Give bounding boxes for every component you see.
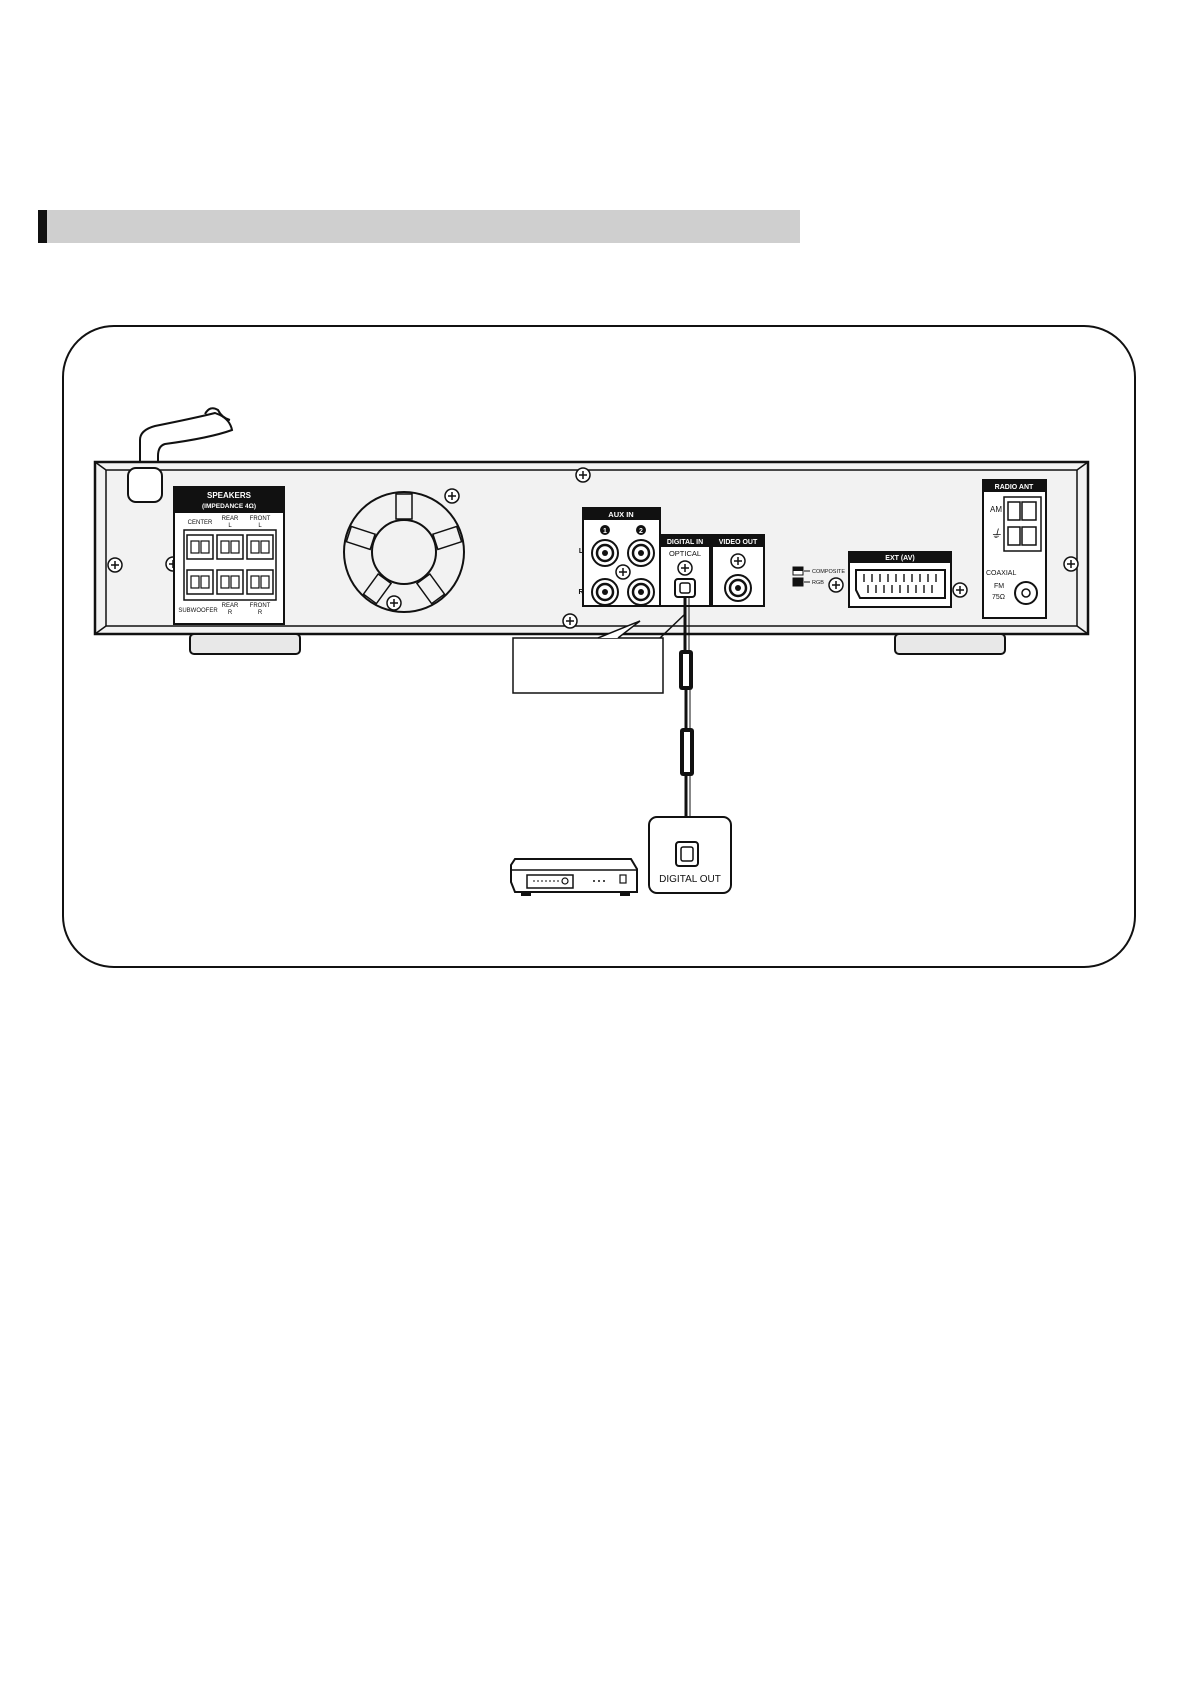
speaker-terminal-front-l [246, 534, 274, 560]
aux-in-2-r-jack [626, 577, 656, 607]
digital-in-optical-label: OPTICAL [669, 549, 701, 558]
aux-in-block: AUX IN 1 2 L R [578, 507, 661, 607]
speaker-label-subwoofer: SUBWOOFER [178, 608, 218, 614]
ext-av-block: EXT (AV) [848, 551, 952, 608]
digital-in-title: DIGITAL IN [667, 539, 703, 546]
radio-coaxial-label: COAXIAL [986, 570, 1016, 577]
switch-composite-label: COMPOSITE [812, 569, 845, 575]
aux-in-jack-2-label: 2 [639, 528, 643, 535]
section-marker [38, 210, 47, 243]
callout-box [512, 613, 686, 694]
speaker-label-rear-r: REAR [222, 603, 239, 609]
screw-icon [828, 577, 844, 593]
aux-in-left-label: L [579, 548, 584, 555]
speaker-label-front-l-sub: L [258, 523, 262, 529]
digital-out-label: DIGITAL OUT [659, 874, 721, 885]
screw-icon [562, 613, 578, 629]
speaker-label-front-r-sub: R [258, 610, 263, 616]
speakers-subtitle: (IMPEDANCE 4Ω) [202, 503, 256, 510]
cord-grommet [127, 467, 163, 503]
screw-icon [1063, 556, 1079, 572]
aux-in-right-label: R [578, 589, 583, 596]
radio-ant-block: RADIO ANT AM ⏚ COAXIAL FM 75Ω [982, 479, 1047, 619]
screw-icon [107, 557, 123, 573]
section-header [38, 210, 800, 243]
screw-icon [444, 488, 460, 504]
speaker-label-front-l: FRONT [250, 516, 271, 522]
digital-out-panel: DIGITAL OUT [648, 816, 732, 894]
power-cord [139, 411, 234, 470]
speaker-label-rear-r-sub: R [228, 610, 233, 616]
screw-icon [615, 564, 631, 580]
speaker-label-rear-l-sub: L [228, 523, 232, 529]
aux-in-1-r-jack [590, 577, 620, 607]
speaker-label-front-r: FRONT [250, 603, 271, 609]
speaker-terminal-front-r [246, 569, 274, 595]
speakers-block: SPEAKERS (IMPEDANCE 4Ω) CENTER REAR L FR… [173, 486, 285, 625]
screw-icon [677, 560, 693, 576]
digital-in-block: DIGITAL IN OPTICAL [659, 534, 711, 607]
am-terminal-bottom [1007, 526, 1021, 546]
aux-in-title: AUX IN [608, 510, 633, 519]
external-device-icon [510, 858, 638, 896]
radio-ant-title: RADIO ANT [995, 484, 1034, 491]
speaker-terminal-center [186, 534, 214, 560]
switch-rgb-label: RGB [812, 580, 824, 586]
diagram-panel [62, 325, 1136, 968]
screw-icon [952, 582, 968, 598]
am-terminal-top [1007, 501, 1021, 521]
ext-av-title: EXT (AV) [885, 555, 914, 562]
radio-am-label: AM [990, 505, 1002, 514]
speaker-terminal-rear-r [216, 569, 244, 595]
aux-in-1-l-jack [590, 538, 620, 568]
radio-fm-label: FM [994, 583, 1004, 590]
aux-in-2-l-jack [626, 538, 656, 568]
aux-in-jack-1-label: 1 [603, 528, 607, 535]
speaker-label-rear-l: REAR [222, 516, 239, 522]
video-out-jack [723, 573, 753, 603]
speaker-label-center: CENTER [188, 520, 213, 526]
radio-ground-icon: ⏚ [990, 527, 1002, 541]
speaker-terminal-subwoofer [186, 569, 214, 595]
screw-icon [575, 467, 591, 483]
scart-connector [855, 569, 946, 599]
screw-icon [730, 553, 746, 569]
video-switch: COMPOSITE RGB [792, 566, 845, 587]
cooling-fan-icon [343, 491, 465, 613]
radio-ohm-label: 75Ω [992, 594, 1005, 601]
speakers-title: SPEAKERS [207, 491, 252, 500]
left-foot [189, 633, 301, 655]
power-cord-end [204, 407, 231, 421]
screw-icon [386, 595, 402, 611]
video-out-block: VIDEO OUT [711, 534, 765, 607]
speaker-terminal-rear-l [216, 534, 244, 560]
right-foot [894, 633, 1006, 655]
video-out-title: VIDEO OUT [719, 539, 758, 546]
